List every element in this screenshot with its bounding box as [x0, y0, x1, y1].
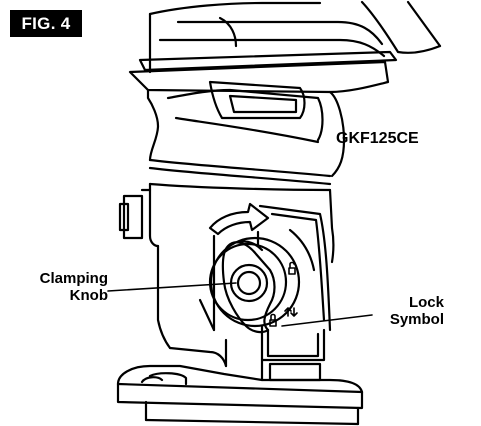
clamping-knob-label-line2: Knob: [69, 287, 108, 304]
model-label: GKF125CE: [336, 130, 419, 147]
lock-symbols: [269, 261, 298, 327]
lock-symbol-label-line1: Lock: [408, 294, 444, 311]
foot-plate: [116, 364, 364, 426]
rotation-arrow-icon: [208, 202, 270, 236]
lock-symbol-label-line2: Symbol: [389, 311, 444, 328]
lock-symbol-icon: [269, 313, 277, 327]
figure-badge: FIG. 4: [10, 10, 82, 37]
motor-housing: [128, 0, 442, 94]
lock-symbol-leader: [281, 314, 373, 327]
up-down-arrow-icon: [284, 307, 298, 317]
clamping-knob-leader: [107, 282, 237, 292]
clamping-knob-drawing: [208, 230, 301, 334]
clamping-knob-label-line1: Clamping: [39, 270, 108, 287]
base-housing: [118, 182, 335, 382]
unlock-symbol-icon: [288, 261, 296, 275]
grip-section: [146, 80, 346, 186]
